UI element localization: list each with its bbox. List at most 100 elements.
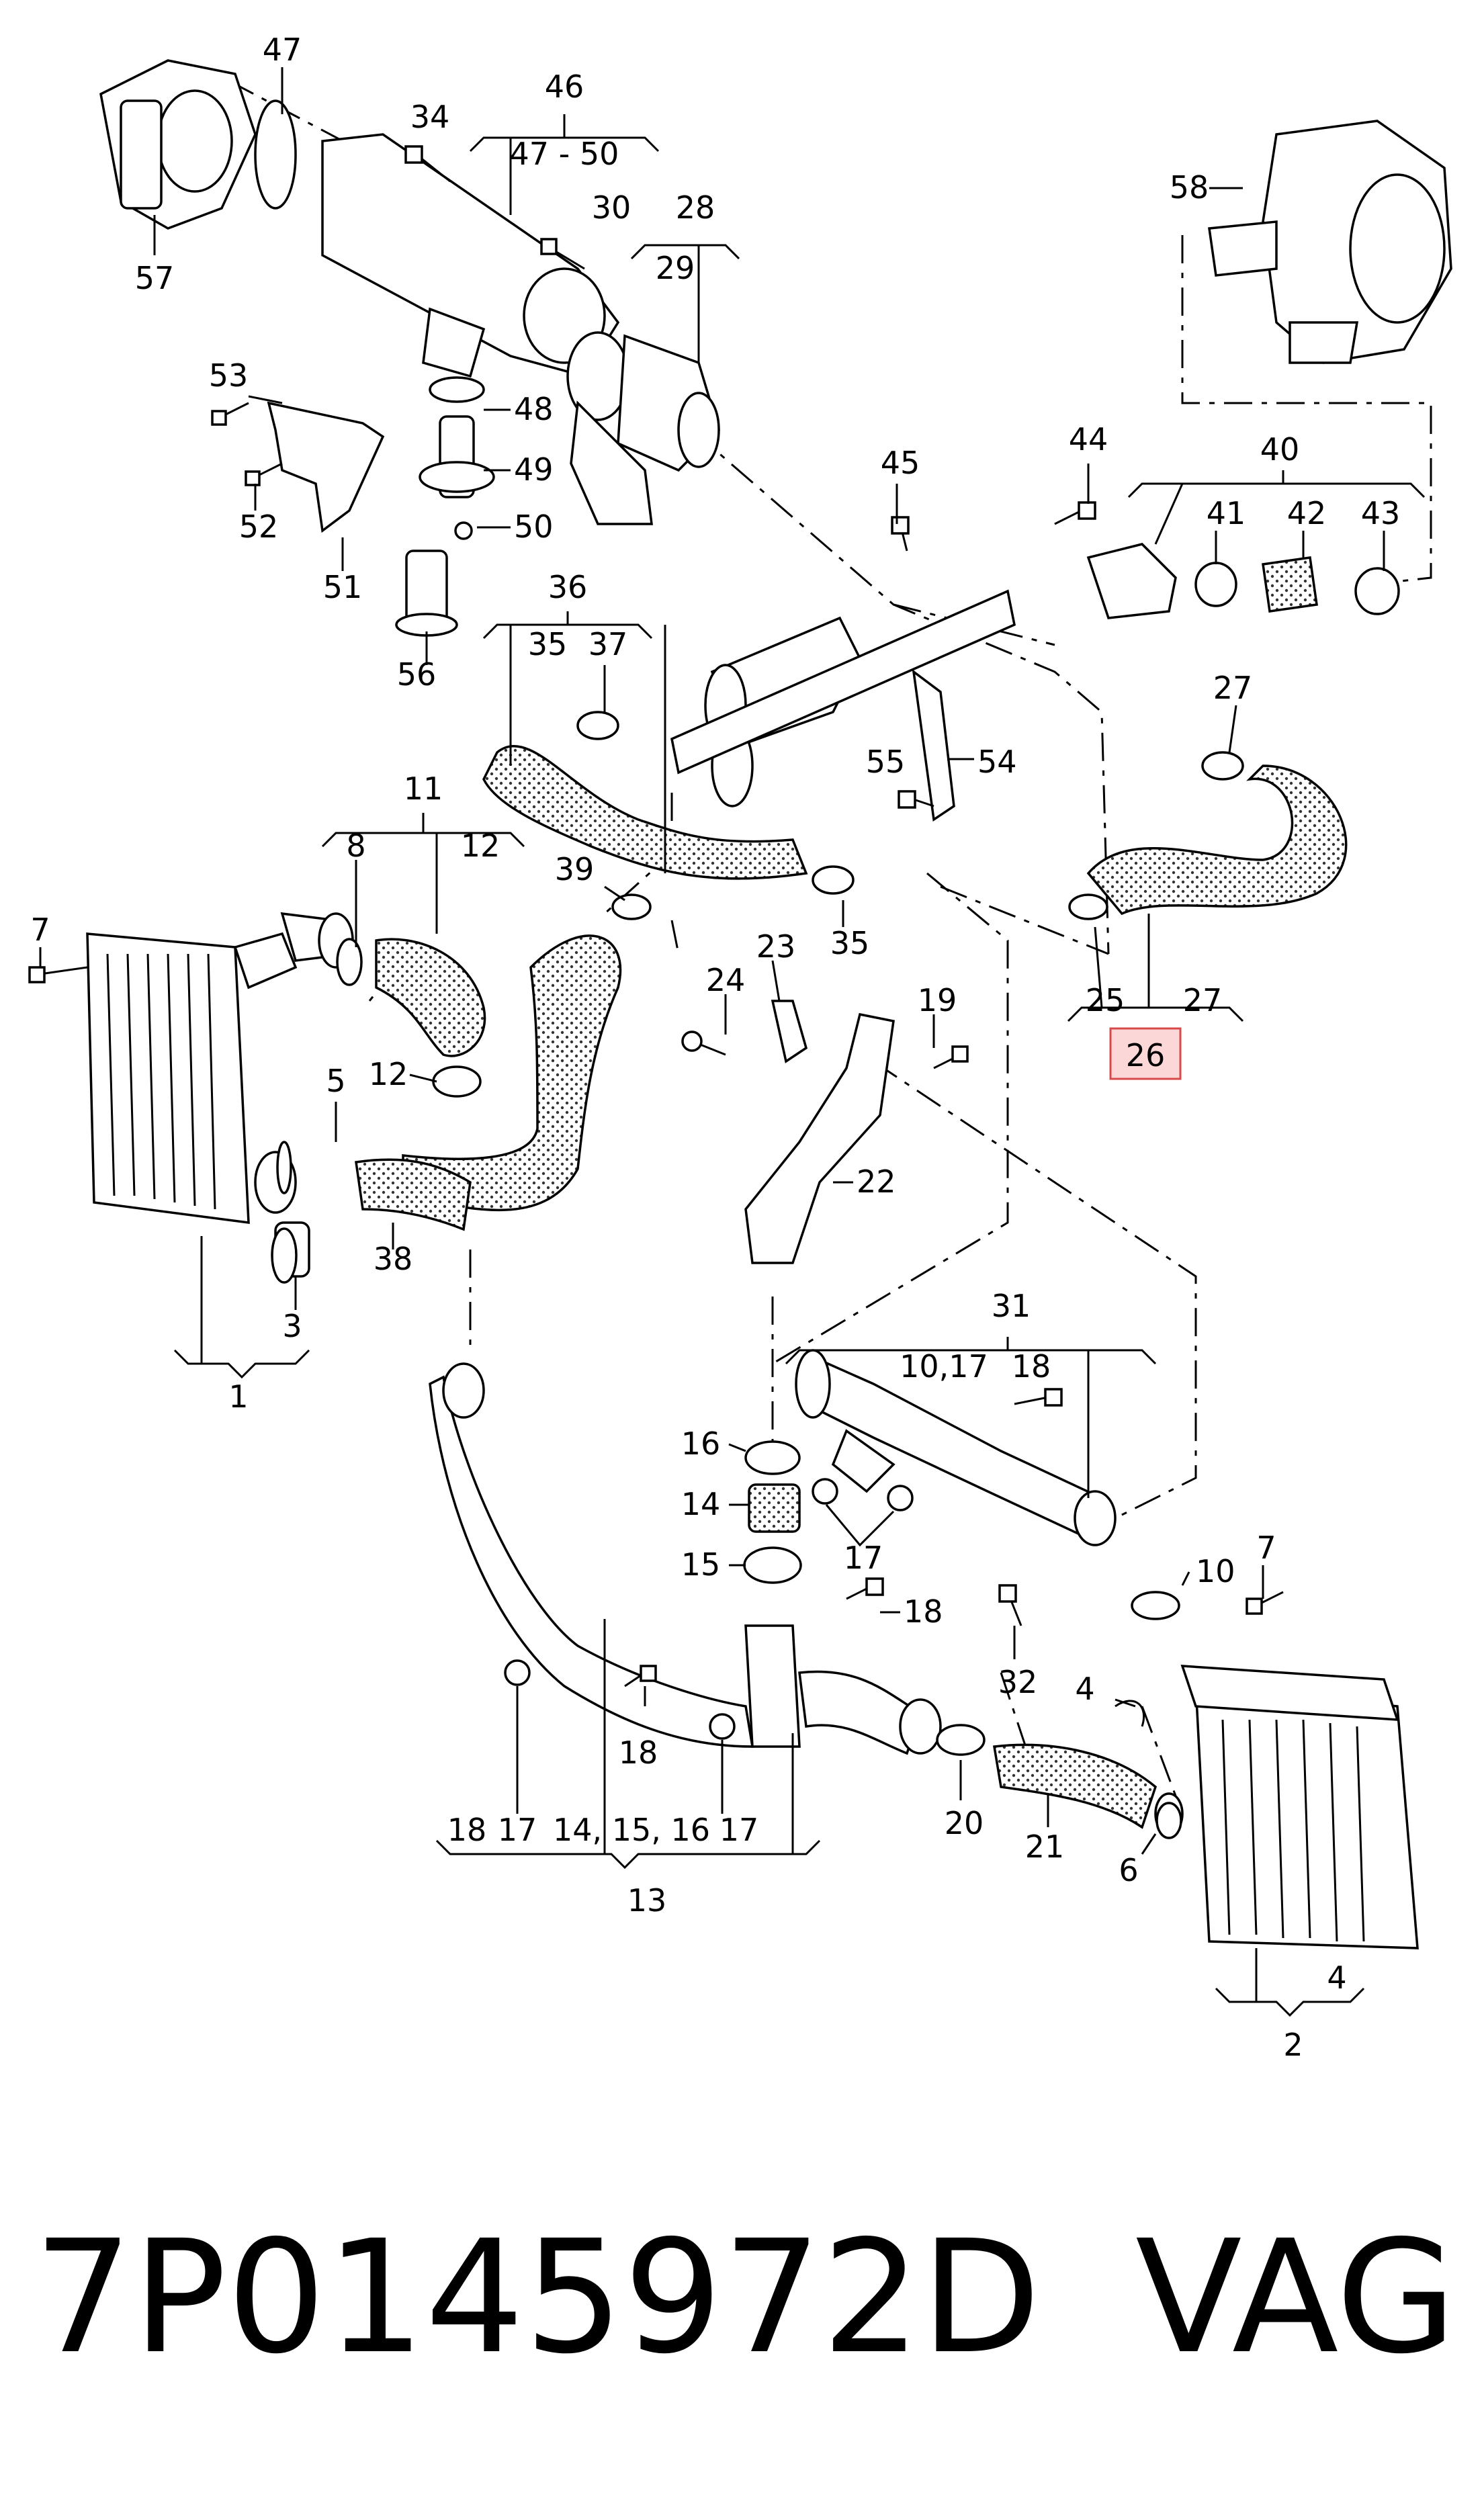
callout-18-bottom: 18 bbox=[447, 1812, 487, 1848]
callout-labels: 47 46 47 - 50 34 30 28 29 57 53 48 49 50… bbox=[30, 32, 1400, 2063]
callout-14: 14 bbox=[681, 1486, 721, 1522]
callout-32: 32 bbox=[998, 1664, 1038, 1700]
callout-41: 41 bbox=[1207, 495, 1246, 531]
callout-46: 46 bbox=[545, 69, 584, 105]
fasteners bbox=[28, 145, 1284, 1839]
callout-12-top: 12 bbox=[461, 828, 500, 864]
callout-11: 11 bbox=[404, 771, 443, 807]
callout-51: 51 bbox=[323, 569, 363, 605]
callout-34: 34 bbox=[410, 99, 450, 135]
callout-38: 38 bbox=[374, 1241, 413, 1277]
callout-4-right: 4 bbox=[1327, 1960, 1346, 1996]
callout-2: 2 bbox=[1283, 2027, 1303, 2063]
callout-18-right: 18 bbox=[904, 1593, 943, 1630]
callout-18-top: 18 bbox=[1012, 1348, 1051, 1385]
intercooler-2 bbox=[1154, 1665, 1419, 1949]
egr-module-58 bbox=[1208, 120, 1452, 364]
brand-name: VAG bbox=[1135, 2207, 1456, 2388]
callout-44: 44 bbox=[1069, 421, 1108, 457]
callout-22: 22 bbox=[857, 1163, 896, 1200]
callout-42: 42 bbox=[1287, 495, 1327, 531]
callout-12-bottom: 12 bbox=[369, 1056, 408, 1092]
callout-56: 56 bbox=[397, 656, 437, 693]
pipe-assembly-40 bbox=[1086, 543, 1400, 619]
clamp-20 bbox=[936, 1724, 986, 1756]
callout-52: 52 bbox=[239, 509, 279, 545]
callout-55: 55 bbox=[866, 744, 906, 780]
callout-26-highlight bbox=[1109, 1027, 1182, 1080]
clamp-12 bbox=[432, 1065, 482, 1098]
callout-37: 37 bbox=[588, 626, 628, 662]
callout-18-mid: 18 bbox=[619, 1734, 658, 1771]
callout-57: 57 bbox=[135, 260, 175, 296]
part-shapes bbox=[86, 59, 1452, 1949]
callout-1: 1 bbox=[228, 1378, 248, 1415]
callout-53: 53 bbox=[209, 357, 249, 394]
hose-21 bbox=[992, 1743, 1158, 1829]
callout-27-bottom: 27 bbox=[1183, 982, 1223, 1018]
callout-10: 10 bbox=[1196, 1553, 1235, 1589]
part-number: 7P0145972D bbox=[34, 2207, 1041, 2388]
bracket-51 bbox=[267, 401, 385, 533]
callout-4-small: 4 bbox=[1075, 1671, 1094, 1707]
callout-16: 16 bbox=[681, 1425, 721, 1462]
callout-35-top: 35 bbox=[528, 626, 568, 662]
callout-35-mid: 35 bbox=[830, 925, 870, 961]
callout-39: 39 bbox=[555, 851, 595, 887]
callout-6: 6 bbox=[1119, 1852, 1138, 1888]
callout-7-left: 7 bbox=[30, 912, 50, 948]
callout-40: 40 bbox=[1260, 431, 1300, 468]
callout-15: 15 bbox=[681, 1546, 721, 1583]
connector-28 bbox=[566, 331, 720, 525]
callout-29: 29 bbox=[656, 250, 695, 286]
callout-10-17: 10,17 bbox=[900, 1348, 988, 1385]
callout-45: 45 bbox=[881, 445, 920, 481]
hose-39 bbox=[402, 934, 622, 1211]
callout-17-mid: 17 bbox=[844, 1540, 883, 1576]
bracket-54 bbox=[912, 669, 955, 822]
clip-23 bbox=[771, 1000, 808, 1063]
callout-20: 20 bbox=[945, 1805, 984, 1841]
hose-kit-14-16 bbox=[743, 1440, 802, 1584]
callout-21: 21 bbox=[1025, 1829, 1065, 1865]
callout-58: 58 bbox=[1170, 169, 1209, 206]
callout-48: 48 bbox=[514, 391, 554, 427]
callout-14-15-16: 14, 15, 16 bbox=[553, 1812, 710, 1848]
intercooler-1 bbox=[86, 912, 354, 1278]
throttle-body-57 bbox=[99, 59, 297, 230]
hose-11 bbox=[375, 938, 486, 1057]
callout-17-bottom-right: 17 bbox=[719, 1812, 759, 1848]
callout-47: 47 bbox=[263, 32, 302, 68]
callout-43: 43 bbox=[1361, 495, 1401, 531]
callout-7-right: 7 bbox=[1256, 1530, 1276, 1566]
callout-13: 13 bbox=[627, 1882, 667, 1919]
callout-36: 36 bbox=[548, 569, 588, 605]
callout-25: 25 bbox=[1086, 982, 1125, 1018]
callout-31: 31 bbox=[992, 1288, 1031, 1324]
pipe-13 bbox=[429, 1362, 942, 1755]
callout-54: 54 bbox=[977, 744, 1017, 780]
callout-27-top: 27 bbox=[1213, 670, 1253, 706]
hose-38 bbox=[355, 1158, 472, 1231]
callout-17-bottom-left: 17 bbox=[498, 1812, 537, 1848]
pipe-22 bbox=[744, 1012, 895, 1264]
callout-26: 26 bbox=[1126, 1037, 1166, 1073]
pipe-31 bbox=[795, 1349, 1180, 1620]
hose-assembly-26 bbox=[1068, 751, 1348, 920]
callout-3: 3 bbox=[282, 1308, 302, 1344]
callout-19: 19 bbox=[918, 982, 957, 1018]
callout-47-50: 47 - 50 bbox=[510, 136, 619, 172]
callout-28: 28 bbox=[676, 189, 715, 226]
pipe-assembly-36 bbox=[482, 589, 1016, 895]
callout-8: 8 bbox=[346, 828, 365, 864]
leader-lines bbox=[39, 67, 1426, 2017]
callout-23: 23 bbox=[756, 928, 796, 965]
valve-parts-48-56 bbox=[395, 376, 495, 637]
callout-49: 49 bbox=[514, 451, 554, 488]
callout-24: 24 bbox=[706, 962, 746, 998]
callout-50: 50 bbox=[514, 509, 554, 545]
callout-5: 5 bbox=[326, 1063, 345, 1099]
clamp-39 bbox=[611, 893, 652, 920]
callout-30: 30 bbox=[592, 189, 631, 226]
